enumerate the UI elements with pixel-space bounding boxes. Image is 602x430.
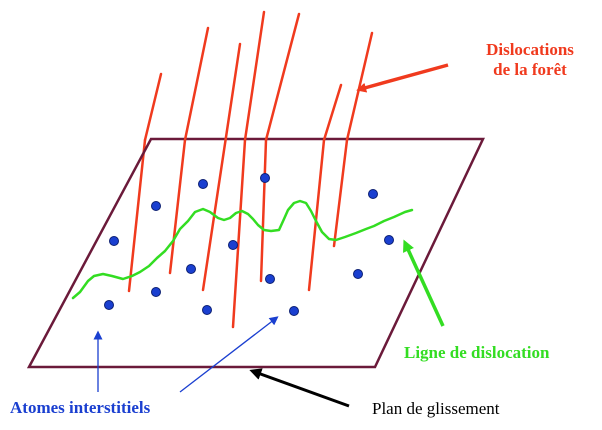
forest-dislocation-5-upper <box>322 83 343 142</box>
forest-dislocation-4-lower <box>259 138 268 283</box>
interstitial-atom <box>353 269 363 279</box>
interstitial-atom <box>104 300 114 310</box>
forest-dislocation-2-lower <box>168 138 187 275</box>
interstitial-atom <box>228 240 238 250</box>
forest-dislocation-1-upper <box>143 72 163 142</box>
atoms-arrow-right <box>179 316 279 393</box>
dislocation-line-arrow <box>403 239 445 327</box>
interstitial-atom <box>289 306 299 316</box>
forest-dislocation-7 <box>201 42 242 292</box>
forest-dislocation-3-lower <box>231 138 247 329</box>
forest-dislocation-5-lower <box>307 138 326 292</box>
interstitial-atoms-label: Atomes interstitiels <box>10 398 151 417</box>
forest-dislocations-lower <box>127 138 349 329</box>
interstitial-atom <box>260 173 270 183</box>
forest-dislocations-upper <box>143 10 374 292</box>
forest-label-line-2: de la forêt <box>493 59 567 79</box>
slip-plane-label: Plan de glissement <box>372 399 500 418</box>
interstitial-atom <box>109 236 119 246</box>
forest-label-line-1: Dislocations <box>486 40 574 59</box>
interstitial-atom <box>368 189 378 199</box>
interstitial-atom <box>384 235 394 245</box>
forest-dislocations-label: Dislocations de la forêt <box>470 40 590 79</box>
interstitial-atom <box>202 305 212 315</box>
interstitial-atoms <box>104 173 394 316</box>
interstitial-atom <box>186 264 196 274</box>
forest-dislocation-3-upper <box>243 10 266 142</box>
interstitial-atom <box>151 287 161 297</box>
interstitial-atom <box>151 201 161 211</box>
slip-plane <box>26 137 485 369</box>
dislocation-line <box>71 199 414 300</box>
forest-arrow <box>356 63 449 93</box>
forest-dislocation-2-upper <box>183 26 210 142</box>
interstitial-atom <box>198 179 208 189</box>
forest-dislocation-4-upper <box>264 12 301 142</box>
forest-dislocation-1-lower <box>127 138 147 293</box>
forest-dislocation-6-lower <box>332 138 349 248</box>
dislocation-line-label: Ligne de dislocation <box>404 343 550 362</box>
slip-plane-arrow <box>249 368 350 408</box>
interstitial-atom <box>265 274 275 284</box>
